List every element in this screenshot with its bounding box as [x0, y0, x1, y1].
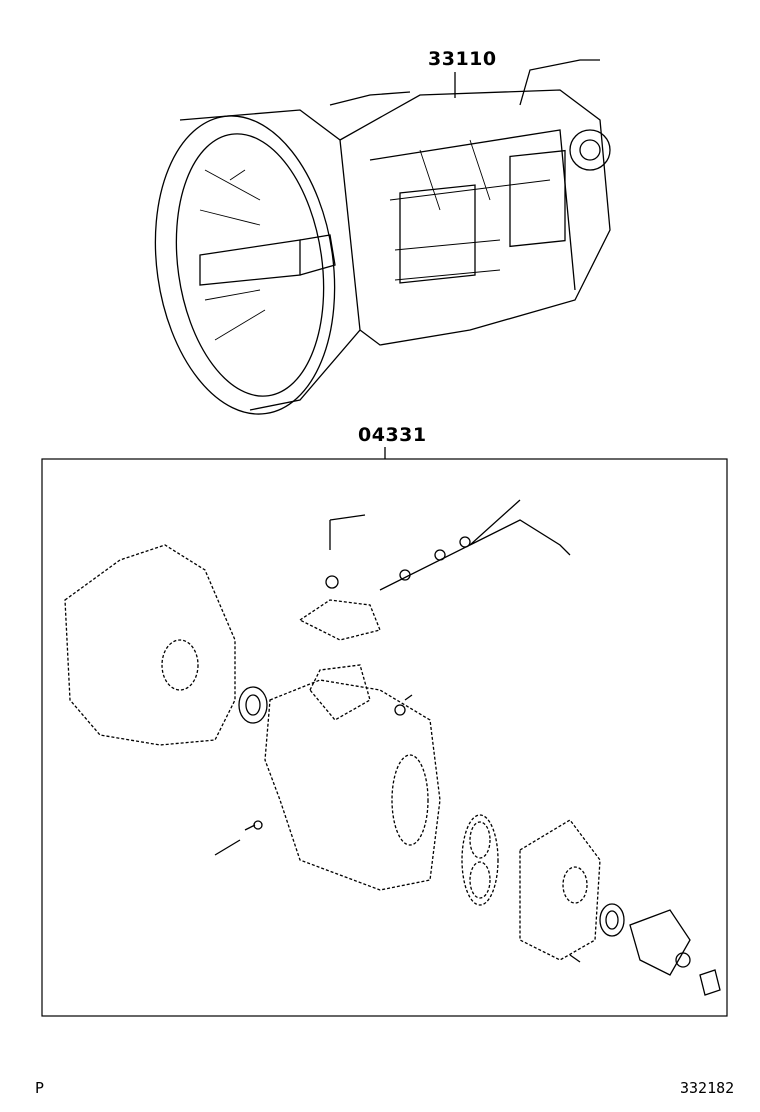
small-parts-drawing [214, 499, 721, 996]
gasket-kit-part-number: 04331 [358, 424, 427, 446]
assembly-part-number: 33110 [428, 48, 497, 70]
transmission-assembly-drawing [154, 59, 611, 415]
gasket-kit-parts-drawing [64, 544, 601, 961]
gasket-kit-frame [41, 458, 728, 1017]
footer-diagram-id: 332182 [680, 1079, 735, 1097]
footer-left-code: P [35, 1079, 45, 1097]
